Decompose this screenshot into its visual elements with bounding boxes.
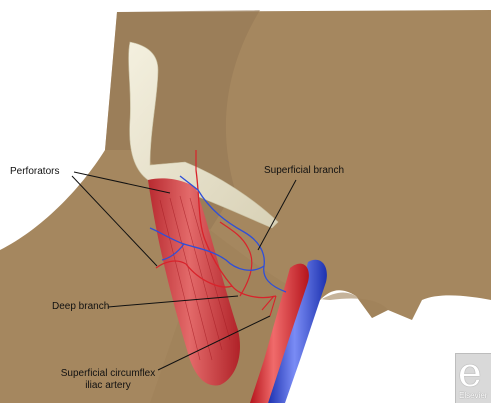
label-deep-branch: Deep branch [52, 301, 109, 313]
logo-text: Elsevier [459, 391, 487, 400]
publisher-logo: e Elsevier [455, 353, 491, 403]
label-scia-line1: Superficial circumflex [60, 368, 156, 380]
logo-letter: e [458, 350, 482, 396]
label-scia: Superficial circumflex iliac artery [60, 368, 156, 392]
label-scia-line2: iliac artery [60, 380, 156, 392]
label-perforators: Perforators [10, 166, 59, 178]
label-superficial-branch: Superficial branch [264, 165, 344, 177]
